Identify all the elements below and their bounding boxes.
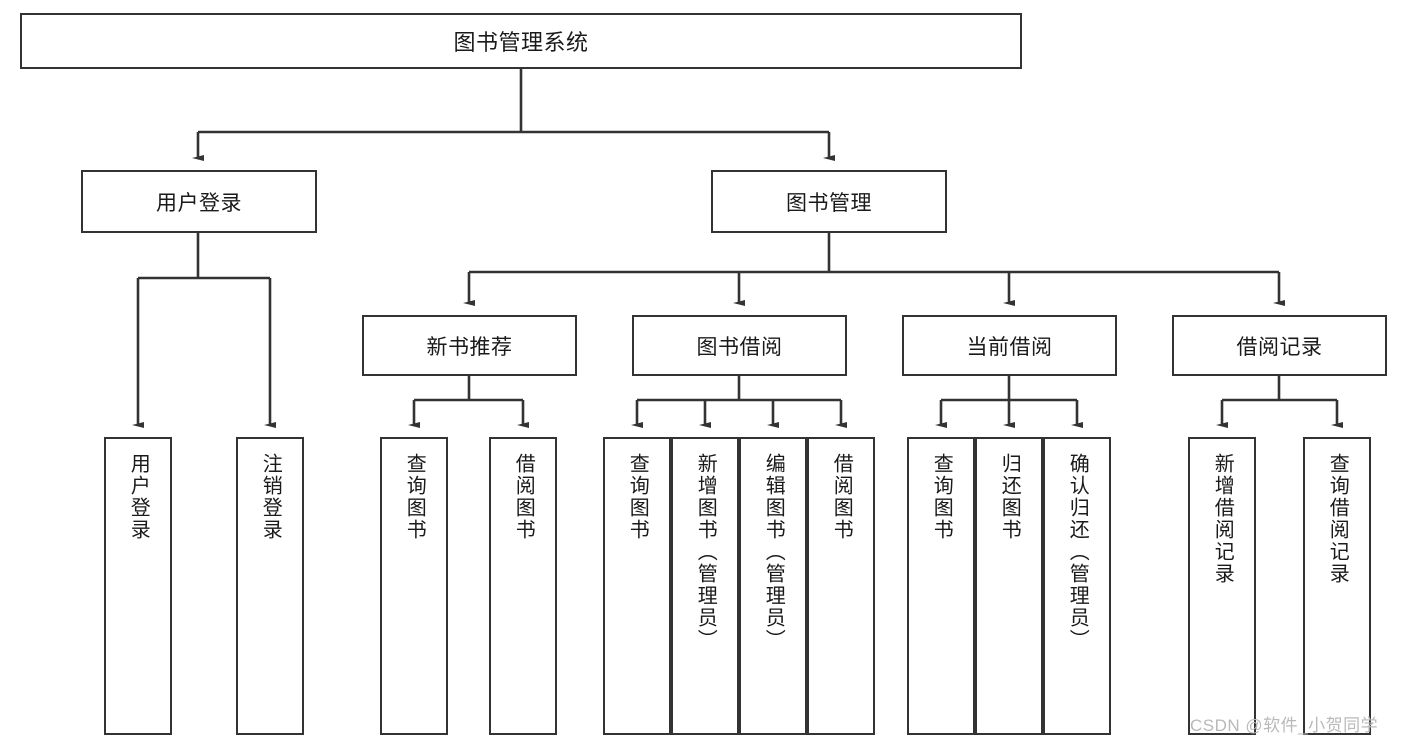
leaf-add-book[interactable]: 新增图书（管理员） — [671, 437, 739, 735]
leaf-return-book-label: 归还图书 — [998, 453, 1021, 541]
node-book-borrow[interactable]: 图书借阅 — [632, 315, 847, 376]
node-root-label: 图书管理系统 — [453, 30, 589, 55]
leaf-confirm-return-label: 确认归还（管理员） — [1066, 453, 1089, 651]
leaf-edit-book-label: 编辑图书（管理员） — [762, 453, 785, 651]
leaf-query-record-label: 查询借阅记录 — [1326, 453, 1349, 585]
leaf-add-record[interactable]: 新增借阅记录 — [1188, 437, 1256, 735]
node-new-book-recommend[interactable]: 新书推荐 — [362, 315, 577, 376]
leaf-user-login-label: 用户登录 — [127, 453, 150, 541]
leaf-edit-book[interactable]: 编辑图书（管理员） — [739, 437, 807, 735]
leaf-borrow-book-2[interactable]: 借阅图书 — [807, 437, 875, 735]
leaf-borrow-book-1[interactable]: 借阅图书 — [489, 437, 557, 735]
node-current-borrow-label: 当前借阅 — [966, 335, 1053, 359]
leaf-query-book-2[interactable]: 查询图书 — [603, 437, 671, 735]
node-book-borrow-label: 图书借阅 — [696, 335, 783, 359]
node-new-book-recommend-label: 新书推荐 — [426, 335, 513, 359]
leaf-borrow-book-1-label: 借阅图书 — [512, 453, 535, 541]
node-user-login-label: 用户登录 — [156, 191, 242, 215]
node-book-management-label: 图书管理 — [786, 191, 872, 215]
leaf-query-book-1[interactable]: 查询图书 — [380, 437, 448, 735]
leaf-borrow-book-2-label: 借阅图书 — [830, 453, 853, 541]
leaf-add-record-label: 新增借阅记录 — [1211, 453, 1234, 585]
leaf-logout-login[interactable]: 注销登录 — [236, 437, 304, 735]
leaf-add-book-label: 新增图书（管理员） — [694, 453, 717, 651]
node-root[interactable]: 图书管理系统 — [20, 13, 1022, 69]
node-user-login[interactable]: 用户登录 — [81, 170, 317, 233]
leaf-logout-login-label: 注销登录 — [259, 453, 282, 541]
node-borrow-record-label: 借阅记录 — [1236, 335, 1323, 359]
leaf-user-login[interactable]: 用户登录 — [104, 437, 172, 735]
leaf-query-record[interactable]: 查询借阅记录 — [1303, 437, 1371, 735]
watermark-text: CSDN @软件_小贺同学 — [1190, 716, 1379, 735]
leaf-query-book-1-label: 查询图书 — [403, 453, 426, 541]
leaf-confirm-return[interactable]: 确认归还（管理员） — [1043, 437, 1111, 735]
node-borrow-record[interactable]: 借阅记录 — [1172, 315, 1387, 376]
node-book-management[interactable]: 图书管理 — [711, 170, 947, 233]
leaf-query-book-3[interactable]: 查询图书 — [907, 437, 975, 735]
leaf-query-book-3-label: 查询图书 — [930, 453, 953, 541]
leaf-return-book[interactable]: 归还图书 — [975, 437, 1043, 735]
node-current-borrow[interactable]: 当前借阅 — [902, 315, 1117, 376]
leaf-query-book-2-label: 查询图书 — [626, 453, 649, 541]
